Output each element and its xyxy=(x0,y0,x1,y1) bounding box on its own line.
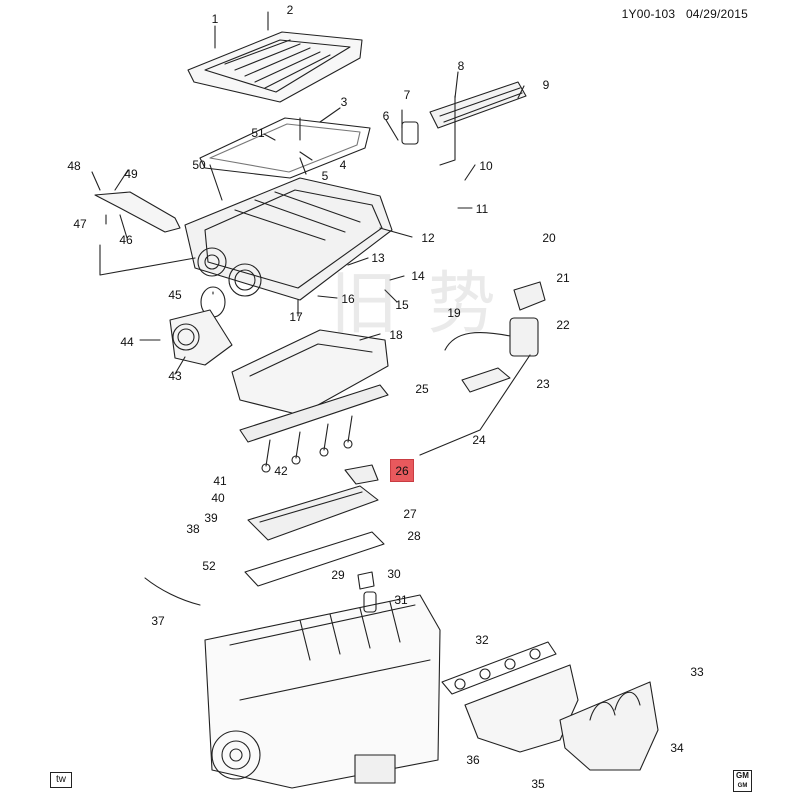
callout-42[interactable]: 42 xyxy=(274,464,288,478)
fuel-tube-right xyxy=(429,81,527,129)
callout-7[interactable]: 7 xyxy=(403,88,411,102)
fuel-rail-left xyxy=(94,191,181,233)
callout-51[interactable]: 51 xyxy=(251,126,265,140)
callout-49[interactable]: 49 xyxy=(124,167,138,181)
intake-manifold xyxy=(184,177,393,301)
pipe-19 xyxy=(444,331,511,351)
callout-3[interactable]: 3 xyxy=(340,95,348,109)
callout-12[interactable]: 12 xyxy=(421,231,435,245)
callout-2[interactable]: 2 xyxy=(286,3,294,17)
valley-cover xyxy=(231,329,389,416)
callout-37[interactable]: 37 xyxy=(151,614,165,628)
callout-9[interactable]: 9 xyxy=(542,78,550,92)
exhaust-manifold xyxy=(464,664,579,753)
callout-25[interactable]: 25 xyxy=(415,382,429,396)
gm-logo-top: GM xyxy=(736,771,749,780)
callout-13[interactable]: 13 xyxy=(371,251,385,265)
injector-rail xyxy=(239,384,389,473)
callout-16[interactable]: 16 xyxy=(341,292,355,306)
callout-22[interactable]: 22 xyxy=(556,318,570,332)
bracket-23 xyxy=(461,367,511,393)
rocker-cover xyxy=(247,485,379,541)
sensor-7 xyxy=(401,121,419,145)
sensor-30 xyxy=(357,571,375,590)
cover-gasket xyxy=(199,117,371,179)
callout-4[interactable]: 4 xyxy=(339,158,347,172)
hose-37 xyxy=(144,577,201,606)
callout-17[interactable]: 17 xyxy=(289,310,303,324)
callout-26-highlight[interactable]: 26 xyxy=(390,459,414,482)
pump-22 xyxy=(509,317,539,357)
callout-15[interactable]: 15 xyxy=(395,298,409,312)
diagram-date: 04/29/2015 xyxy=(685,7,748,21)
callout-10[interactable]: 10 xyxy=(479,159,493,173)
callout-28[interactable]: 28 xyxy=(407,529,421,543)
callout-1[interactable]: 1 xyxy=(211,12,219,26)
callout-29[interactable]: 29 xyxy=(331,568,345,582)
callout-46[interactable]: 46 xyxy=(119,233,133,247)
diagram-id: 1Y00-103 xyxy=(621,7,676,21)
callout-19[interactable]: 19 xyxy=(447,306,461,320)
heat-shield xyxy=(559,681,659,771)
callout-24[interactable]: 24 xyxy=(472,433,486,447)
gm-logo-bottom: GM xyxy=(737,783,748,789)
callout-8[interactable]: 8 xyxy=(457,59,465,73)
callout-27[interactable]: 27 xyxy=(403,507,417,521)
callout-21[interactable]: 21 xyxy=(556,271,570,285)
callout-40[interactable]: 40 xyxy=(211,491,225,505)
callout-18[interactable]: 18 xyxy=(389,328,403,342)
diagram-header: 1Y00-103 04/29/2015 xyxy=(622,7,748,21)
watermark: 旧 势 xyxy=(330,265,500,344)
callout-23[interactable]: 23 xyxy=(536,377,550,391)
callout-14[interactable]: 14 xyxy=(411,269,425,283)
callout-47[interactable]: 47 xyxy=(73,217,87,231)
bracket-21 xyxy=(513,281,546,311)
callout-32[interactable]: 32 xyxy=(475,633,489,647)
engine-block xyxy=(204,594,441,789)
callout-30[interactable]: 30 xyxy=(387,567,401,581)
callout-35[interactable]: 35 xyxy=(531,777,545,791)
gasket-26 xyxy=(344,464,379,485)
gm-logo: GM GM xyxy=(733,770,752,792)
callout-48[interactable]: 48 xyxy=(67,159,81,173)
callout-38[interactable]: 38 xyxy=(186,522,200,536)
tw-corner-mark: tw xyxy=(50,772,72,788)
sensor-31 xyxy=(363,591,377,613)
callout-36[interactable]: 36 xyxy=(466,753,480,767)
callout-39[interactable]: 39 xyxy=(204,511,218,525)
callout-26: 26 xyxy=(395,463,409,478)
manifold-cover xyxy=(187,31,363,103)
callout-33[interactable]: 33 xyxy=(690,665,704,679)
callout-11[interactable]: 11 xyxy=(475,202,489,216)
callout-20[interactable]: 20 xyxy=(542,231,556,245)
callout-6[interactable]: 6 xyxy=(382,109,390,123)
exhaust-gasket xyxy=(441,641,557,695)
callout-45[interactable]: 45 xyxy=(168,288,182,302)
callout-41[interactable]: 41 xyxy=(213,474,227,488)
callout-44[interactable]: 44 xyxy=(120,335,134,349)
callout-43[interactable]: 43 xyxy=(168,369,182,383)
throttle-body xyxy=(169,309,233,366)
callout-52[interactable]: 52 xyxy=(202,559,216,573)
callout-5[interactable]: 5 xyxy=(321,169,329,183)
callout-50[interactable]: 50 xyxy=(192,158,206,172)
callout-34[interactable]: 34 xyxy=(670,741,684,755)
callout-31[interactable]: 31 xyxy=(394,593,408,607)
rocker-gasket xyxy=(244,531,385,587)
